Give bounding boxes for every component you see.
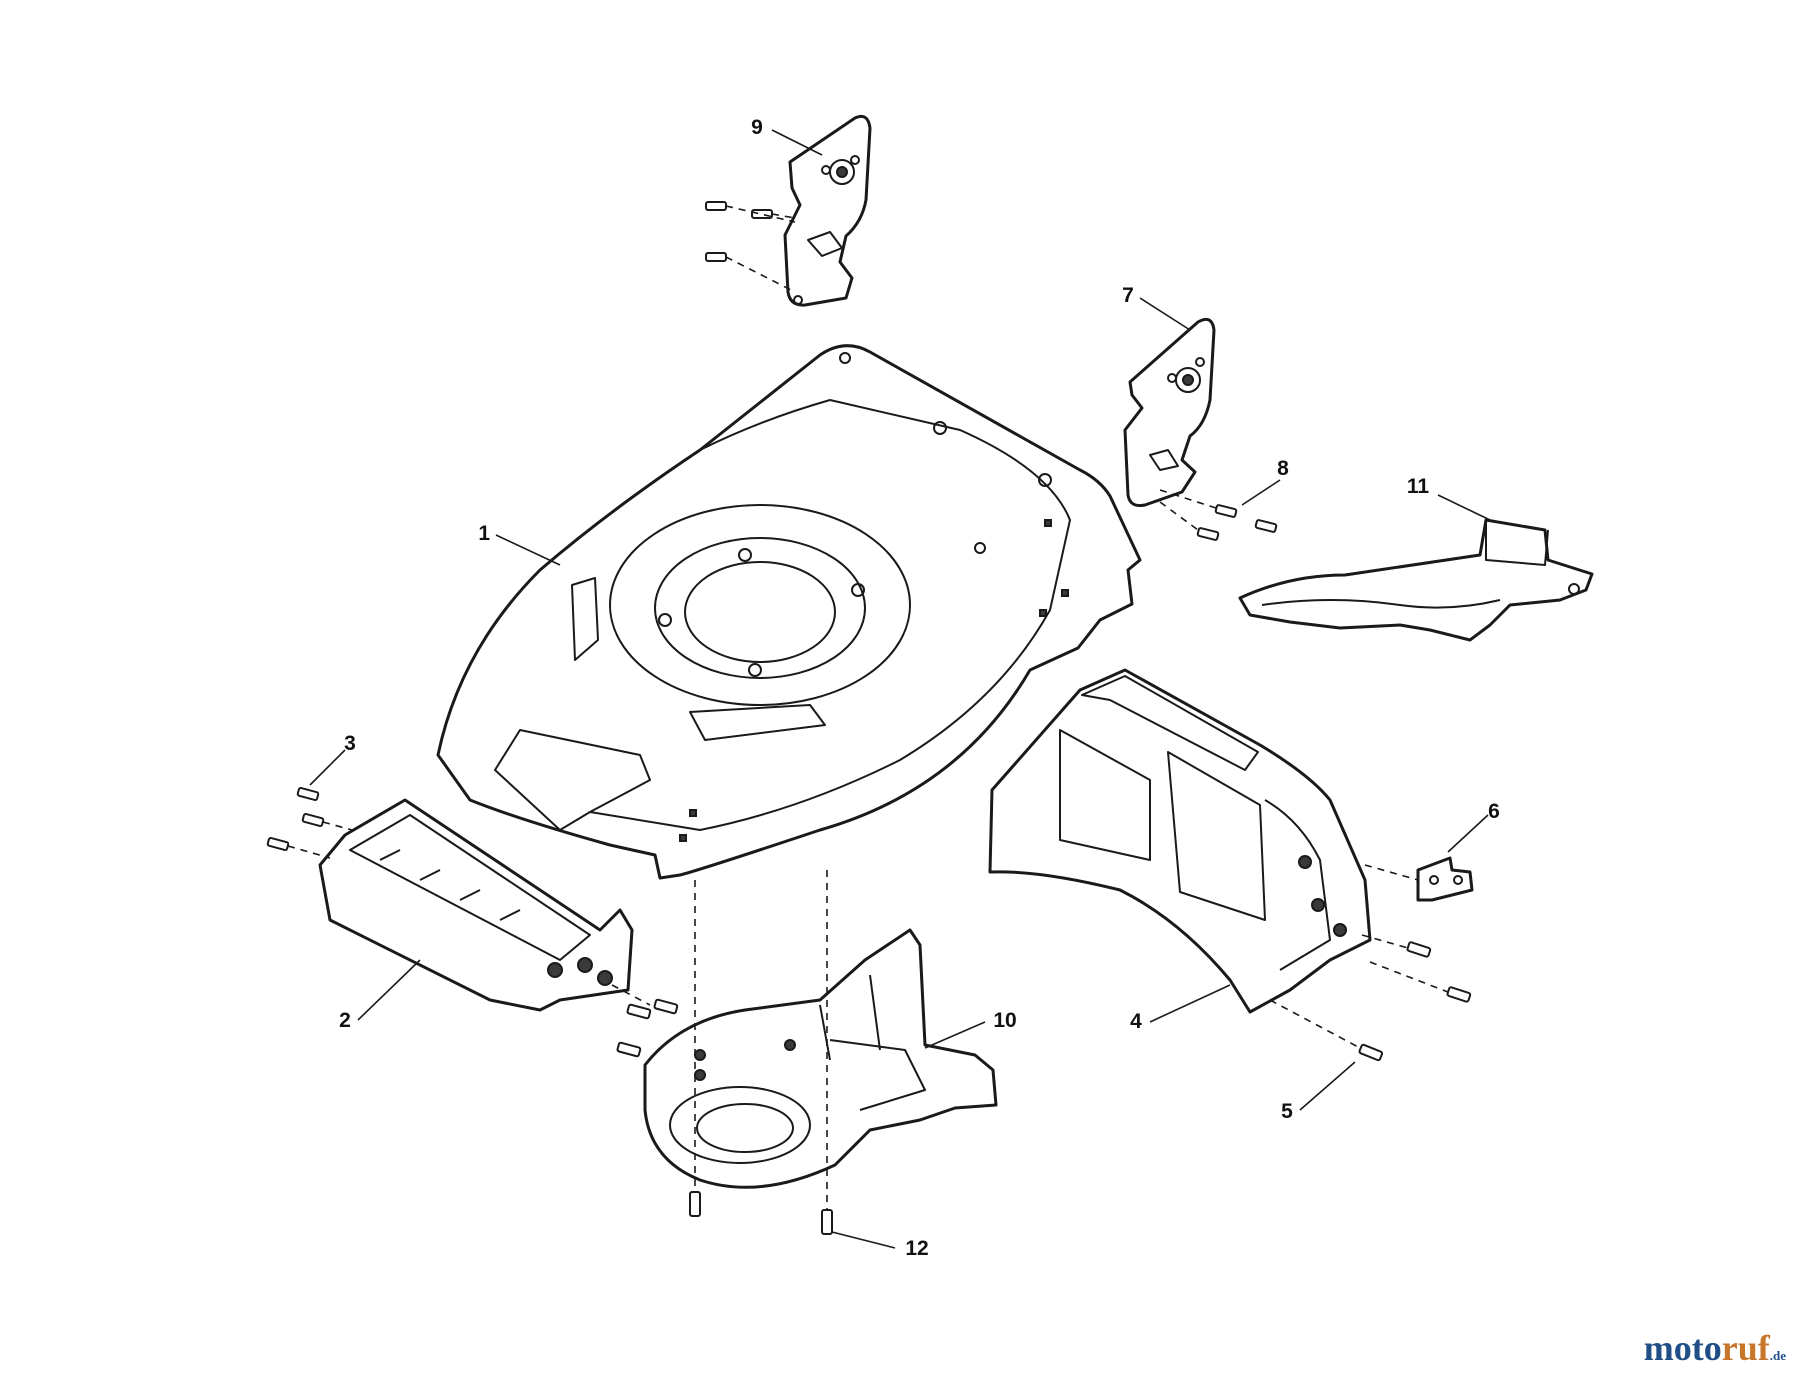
part-4-grass-chute-housing: [988, 668, 1372, 1014]
part-9-screws: [705, 201, 796, 293]
callout-11: 11: [1407, 475, 1430, 498]
part-9-handle-bracket: [783, 114, 872, 307]
part-3-screws: [266, 786, 651, 1006]
logo-tld-text: .de: [1769, 1348, 1786, 1363]
part-5-screws: [1269, 934, 1472, 1062]
callout-1: 1: [478, 522, 490, 545]
callout-2: 2: [339, 1009, 351, 1032]
part-10-baffle: [643, 928, 998, 1189]
callout-labels: 1 2 3 4 5 6 7 8 9 10 11 12: [339, 116, 1500, 1260]
leader-lines: [309, 129, 1491, 1249]
callout-12: 12: [905, 1237, 928, 1260]
callout-5: 5: [1281, 1100, 1293, 1123]
part-6-plate: [1364, 856, 1474, 902]
part-12-screws: [689, 870, 833, 1235]
callout-9: 9: [751, 116, 763, 139]
part-1-mower-deck: [436, 344, 1142, 880]
logo-accent-text: ruf: [1721, 1328, 1770, 1368]
callout-8: 8: [1277, 457, 1289, 480]
callout-6: 6: [1488, 800, 1500, 823]
motoruf-logo: motoruf.de: [1644, 1327, 1786, 1369]
part-7-handle-bracket: [1123, 317, 1216, 507]
part-2-screws: [616, 998, 679, 1058]
part-2-front-guard: [318, 798, 634, 1012]
callout-7: 7: [1122, 284, 1134, 307]
part-8-screws: [1159, 489, 1278, 541]
callout-3: 3: [344, 732, 356, 755]
logo-main-text: moto: [1643, 1328, 1722, 1368]
callout-10: 10: [993, 1009, 1016, 1032]
part-11-rear-flap: [1238, 518, 1594, 642]
callout-4: 4: [1130, 1010, 1142, 1033]
